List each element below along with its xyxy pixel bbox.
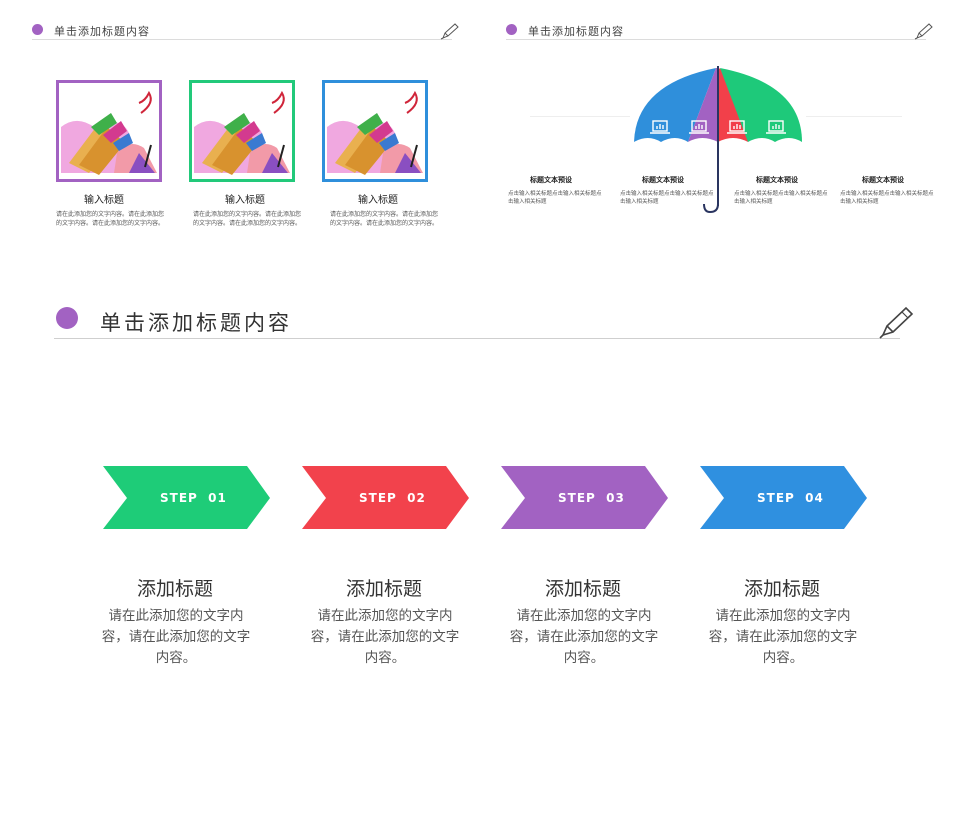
pen-icon [440,23,459,40]
panel-right-divider [506,39,926,40]
step-1-body: 请在此添加您的文字内容，请在此添加您的文字内容。 [101,608,251,666]
step-4-body: 请在此添加您的文字内容，请在此添加您的文字内容。 [708,608,858,666]
umbrella-graphic [634,66,802,214]
image-card-1-title: 输入标题 [84,195,124,206]
step-2-label: STEP 02 [359,491,426,505]
step-4-title: 添加标题 [743,578,820,600]
bar-chart-icon [689,120,709,134]
brush-hand-illustration [61,90,157,175]
step-1-title: 添加标题 [136,578,213,600]
image-card-2 [189,80,295,182]
step-2-title: 添加标题 [345,578,422,600]
panel-right-title: 单击添加标题内容 [528,25,624,38]
bar-chart-icon [766,120,786,134]
umbrella-item-3-title: 标题文本预设 [756,176,798,184]
umbrella-item-1-body: 点击输入相关标题点击输入相关标题点击输入相关标题 [508,191,602,205]
umbrella-item-2-title: 标题文本预设 [642,176,684,184]
step-4-label: STEP 04 [757,491,824,505]
step-2-arrow [302,466,469,529]
umbrella-item-4-title: 标题文本预设 [862,176,904,184]
step-1-label: STEP 01 [160,491,227,505]
step-1-arrow [103,466,270,529]
image-card-2-body: 请在此添加您的文字内容。请在此添加您的文字内容。请在此添加您的文字内容。 [193,211,302,227]
bar-chart-icon [727,120,747,134]
image-card-1 [56,80,162,182]
bullet-dot-icon [56,307,78,329]
image-card-1-body: 请在此添加您的文字内容。请在此添加您的文字内容。请在此添加您的文字内容。 [56,211,165,227]
step-3-title: 添加标题 [544,578,621,600]
bullet-dot-icon [32,24,43,35]
panel-left-divider [32,39,452,40]
image-card-3 [322,80,428,182]
brush-hand-illustration [327,90,423,175]
image-card-3-title: 输入标题 [358,195,398,206]
bullet-dot-icon [506,24,517,35]
panel-bottom-title: 单击添加标题内容 [100,311,292,335]
umbrella-guide-left [530,116,630,117]
brush-hand-illustration [194,90,290,175]
step-3-body: 请在此添加您的文字内容，请在此添加您的文字内容。 [509,608,659,666]
image-card-2-title: 输入标题 [225,195,265,206]
image-card-3-body: 请在此添加您的文字内容。请在此添加您的文字内容。请在此添加您的文字内容。 [330,211,439,227]
pen-icon [914,23,933,40]
step-4-arrow [700,466,867,529]
step-3-label: STEP 03 [558,491,625,505]
panel-left-title: 单击添加标题内容 [54,25,150,38]
step-2-body: 请在此添加您的文字内容，请在此添加您的文字内容。 [310,608,460,666]
umbrella-guide-right [806,116,902,117]
step-3-arrow [501,466,668,529]
bar-chart-icon [650,120,670,134]
panel-bottom-divider [54,338,900,339]
umbrella-item-1-title: 标题文本预设 [530,176,572,184]
umbrella-item-3-body: 点击输入相关标题点击输入相关标题点击输入相关标题 [734,191,828,205]
pen-icon [879,306,914,339]
umbrella-item-4-body: 点击输入相关标题点击输入相关标题点击输入相关标题 [840,191,934,205]
umbrella-item-2-body: 点击输入相关标题点击输入相关标题点击输入相关标题 [620,191,714,205]
